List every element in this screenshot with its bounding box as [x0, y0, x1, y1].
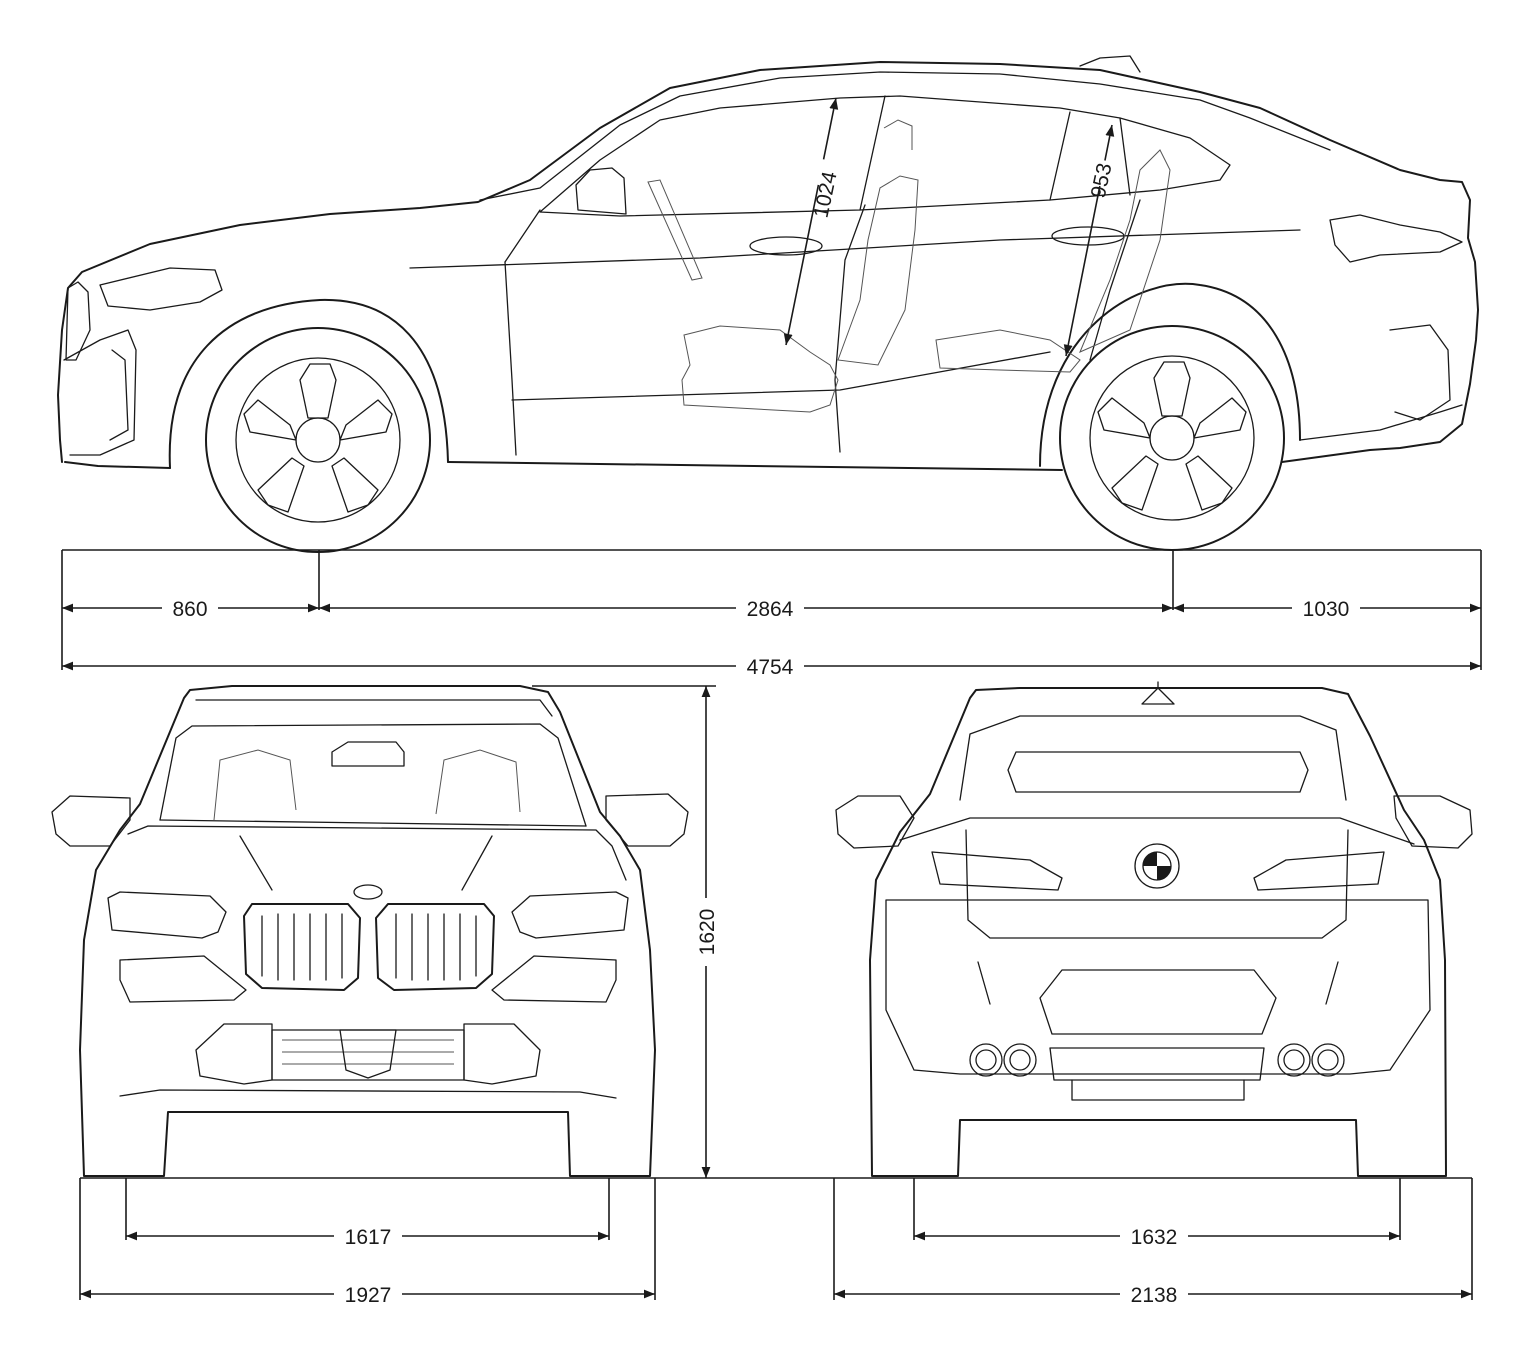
length-dimensions: 860 2864 1030 4754: [61, 549, 1482, 679]
front-overhang-label: 860: [172, 598, 207, 621]
bmw-roundel-icon: [1134, 843, 1180, 889]
wheelbase-label: 2864: [747, 598, 794, 621]
overall-width-front-label: 1927: [345, 1284, 392, 1307]
rear-view: [835, 681, 1473, 1177]
side-view: 1024 953: [57, 55, 1479, 553]
front-track-label: 1617: [345, 1226, 392, 1249]
front-view: [51, 685, 689, 1177]
rear-wheel: [1059, 325, 1285, 551]
height-width-dimensions: 1620 1617 1927 1632 2138: [79, 685, 1473, 1307]
overall-length-label: 4754: [747, 656, 794, 679]
rear-overhang-label: 1030: [1303, 598, 1350, 621]
rear-track-label: 1632: [1131, 1226, 1178, 1249]
front-wheel: [205, 327, 431, 553]
overall-width-rear-label: 2138: [1131, 1284, 1178, 1307]
overall-height-label: 1620: [696, 909, 719, 956]
